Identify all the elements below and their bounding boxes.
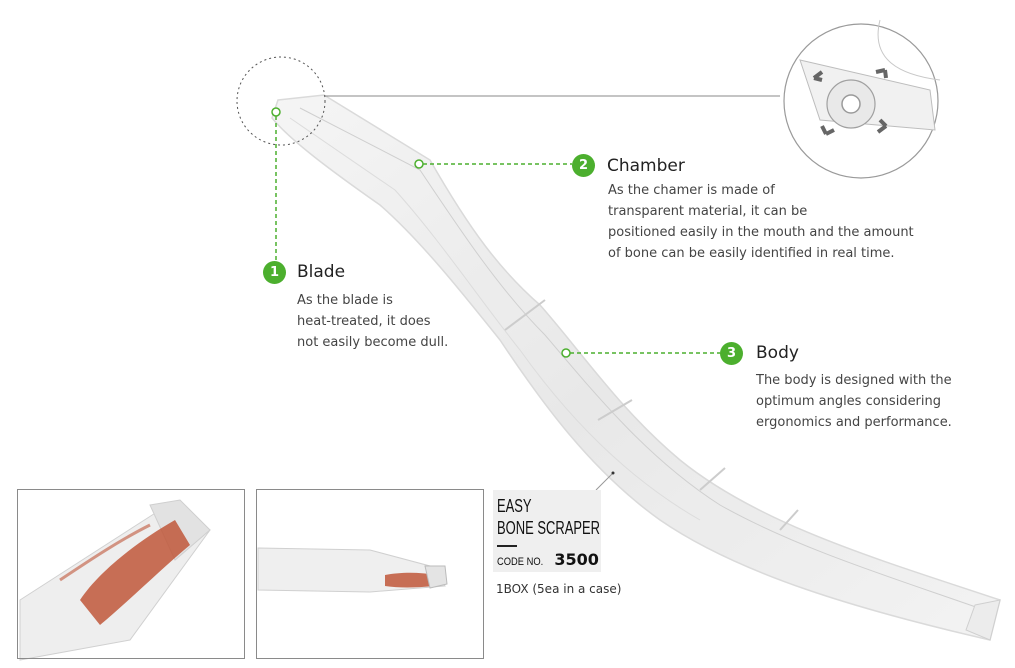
feature-title-chamber: Chamber: [607, 156, 685, 176]
label-pointer-line: [595, 473, 613, 491]
scraper-body: [271, 94, 1001, 641]
body-segment: [504, 299, 546, 331]
feature-description-body: The body is designed with the optimum an…: [756, 370, 952, 433]
package-info: 1BOX (5ea in a case): [496, 582, 622, 596]
product-name-line2: BONE SCRAPER: [497, 518, 600, 538]
magnified-blade-view: [783, 19, 941, 179]
product-name-line1: EASY: [497, 496, 532, 516]
description-line: ergonomics and performance.: [756, 415, 952, 430]
description-line: heat-treated, it does: [297, 314, 431, 329]
photo-scraper-side: [257, 547, 448, 593]
body-segment: [597, 399, 633, 421]
feature-number-badge: 1: [263, 261, 286, 284]
feature-number-badge: 3: [720, 342, 743, 365]
scraper-inner-line-2: [289, 117, 701, 521]
feature-number-badge: 2: [572, 154, 595, 177]
label-divider: [497, 545, 517, 547]
product-code-value: 3500: [554, 550, 599, 569]
photo-frame-scraper-side: [256, 489, 484, 659]
description-line: positioned easily in the mouth and the a…: [608, 225, 914, 240]
feature-description-blade: As the blade is heat-treated, it does no…: [297, 290, 448, 353]
product-code: CODE NO. 3500: [497, 550, 599, 569]
photo-frame-blade-closeup: [17, 489, 245, 659]
callout-dot-body: [561, 348, 571, 358]
scraper-inner-line: [299, 107, 991, 613]
description-line: As the blade is: [297, 293, 393, 308]
body-tip: [965, 599, 1001, 641]
callout-dot-blade: [271, 107, 281, 117]
description-line: optimum angles considering: [756, 394, 942, 409]
description-line: The body is designed with the: [756, 373, 952, 388]
description-line: As the chamer is made of: [608, 183, 775, 198]
feature-title-body: Body: [756, 343, 799, 363]
body-segment: [779, 509, 799, 531]
body-segment: [699, 467, 726, 491]
product-label: EASY BONE SCRAPER CODE NO. 3500: [493, 490, 601, 572]
blade-zoom-circle: [236, 56, 326, 146]
description-line: of bone can be easily identified in real…: [608, 246, 895, 261]
feature-description-chamber: As the chamer is made of transparent mat…: [608, 180, 914, 264]
description-line: not easily become dull.: [297, 335, 449, 350]
product-code-label: CODE NO.: [497, 556, 544, 568]
callout-dot-chamber: [414, 159, 424, 169]
photo-blade-closeup: [19, 499, 211, 661]
description-line: transparent material, it can be: [608, 204, 808, 219]
feature-title-blade: Blade: [297, 262, 346, 282]
